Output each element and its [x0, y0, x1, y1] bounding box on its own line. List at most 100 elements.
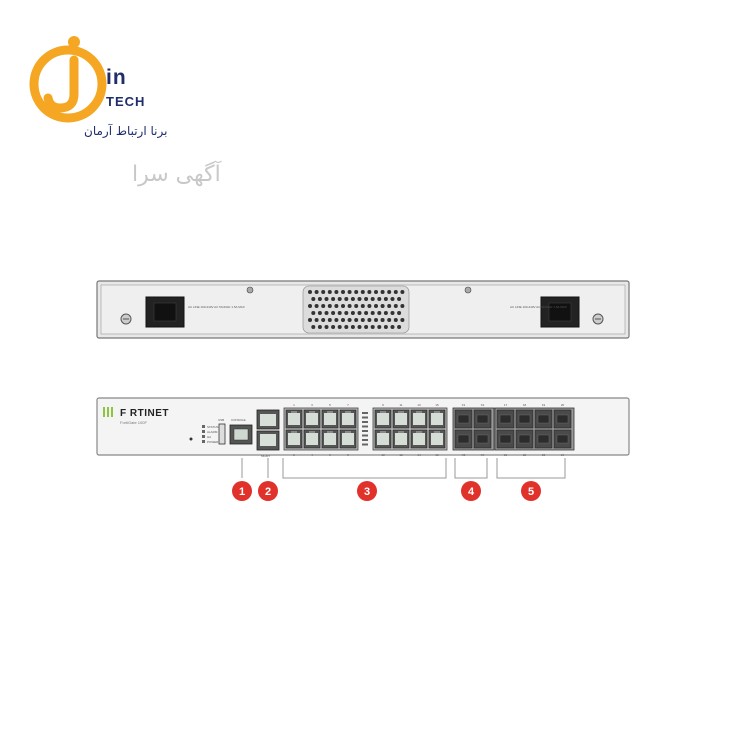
vent-hole	[311, 311, 316, 315]
rj45-port-latch	[380, 411, 386, 413]
vent-hole	[308, 304, 312, 308]
vent-hole	[314, 318, 319, 322]
vent-hole	[337, 325, 342, 329]
vent-hole	[354, 290, 359, 294]
link-led	[362, 439, 368, 441]
vent-hole	[387, 304, 392, 308]
led-label: STATUS	[207, 425, 218, 429]
rj45-port-jack	[306, 433, 318, 445]
sfp-number: X4	[481, 453, 485, 457]
logo-mark-icon	[29, 36, 107, 123]
vent-hole	[390, 297, 395, 301]
vent-hole	[390, 311, 395, 315]
vent-hole	[397, 325, 402, 329]
led-label: ALARM	[207, 430, 218, 434]
vent-hole	[364, 297, 369, 301]
callout-4: 4	[461, 481, 481, 501]
port-number: 4	[311, 453, 313, 457]
vent-hole	[321, 318, 326, 322]
rj45-port-latch	[291, 411, 297, 413]
vent-hole	[327, 318, 332, 322]
console-label: CONSOLE	[231, 418, 246, 422]
vent-hole	[383, 325, 388, 329]
port-number: 8	[347, 453, 349, 457]
vent-hole	[344, 297, 349, 301]
rj45-port-jack	[377, 433, 389, 445]
vent-hole	[317, 297, 322, 301]
vent-hole	[370, 311, 375, 315]
rj45-port-jack	[324, 433, 336, 445]
rear-panel: AC LINE 100-240V AC 50-60Hz 1.5A MAX AC …	[96, 280, 630, 339]
port-number: 15	[435, 403, 439, 407]
rj45-port-latch	[398, 411, 404, 413]
rj45-port-jack	[342, 433, 354, 445]
vent-hole	[360, 304, 365, 308]
port-number: 5	[329, 403, 331, 407]
sfp-cage-slot	[537, 434, 550, 444]
sfp-cage-slot	[476, 434, 489, 444]
left-power-label: AC LINE 100-240V AC 50-60Hz 1.5A MAX	[188, 305, 245, 309]
vent-hole	[400, 318, 405, 322]
port-number: 13	[417, 403, 421, 407]
vent-hole	[324, 311, 329, 315]
callout-label: 4	[468, 486, 475, 498]
logo-sub: TECH	[106, 94, 146, 109]
vent-hole	[357, 325, 362, 329]
sfp-number: 24	[561, 453, 565, 457]
vent-hole	[341, 290, 345, 294]
mgmt-ports: MGMT	[256, 409, 280, 458]
vent-hole	[370, 297, 375, 301]
sfp-number: 23	[542, 453, 546, 457]
vent-hole	[357, 311, 362, 315]
vent-hole	[321, 304, 326, 308]
vent-hole	[393, 318, 398, 322]
vent-hole	[347, 304, 352, 308]
port-number: 16	[435, 453, 439, 457]
sfp-cage-slot	[556, 434, 569, 444]
vent-hole	[377, 311, 382, 315]
link-led	[362, 412, 368, 414]
rj45-port-jack	[342, 413, 354, 425]
link-led	[362, 425, 368, 428]
sfp-cage-slot	[518, 414, 531, 424]
link-led	[362, 421, 368, 423]
sfp-cage-slot	[556, 414, 569, 424]
sfp-cage-slot	[499, 434, 512, 444]
port-number: 6	[329, 453, 331, 457]
vent-hole	[377, 325, 382, 329]
rj45-port-jack	[306, 413, 318, 425]
callout-1: 1	[232, 481, 252, 501]
vent-hole	[344, 311, 349, 315]
rj45-port-latch	[416, 411, 422, 413]
vent-hole	[308, 290, 312, 294]
status-led	[202, 425, 205, 428]
vent-hole	[380, 318, 385, 322]
brand-name: F RTINET	[120, 408, 169, 419]
led-label: POWER	[207, 440, 219, 444]
rj45-port-latch	[327, 411, 333, 413]
link-led	[362, 434, 368, 437]
vent-hole	[321, 290, 326, 294]
port-number: 1	[293, 403, 295, 407]
vent-hole	[317, 311, 322, 315]
vent-hole	[383, 297, 388, 301]
rj45-port-jack	[395, 413, 407, 425]
logo-letters: in	[106, 66, 127, 89]
vent-hole	[400, 290, 405, 294]
vent-hole	[314, 304, 319, 308]
vent-hole	[337, 311, 342, 315]
vent-hole	[334, 290, 339, 294]
vent-hole	[331, 297, 336, 301]
rj45-port-latch	[291, 431, 297, 433]
rj45-port-jack	[324, 413, 336, 425]
status-led	[202, 430, 205, 433]
sfp-number: 19	[542, 403, 546, 407]
port-number: 14	[417, 453, 421, 457]
callout-3: 3	[357, 481, 377, 501]
rj45-port-latch	[416, 431, 422, 433]
callout-5: 5	[521, 481, 541, 501]
callout-brackets	[241, 458, 566, 479]
rj45-port-jack	[431, 433, 443, 445]
